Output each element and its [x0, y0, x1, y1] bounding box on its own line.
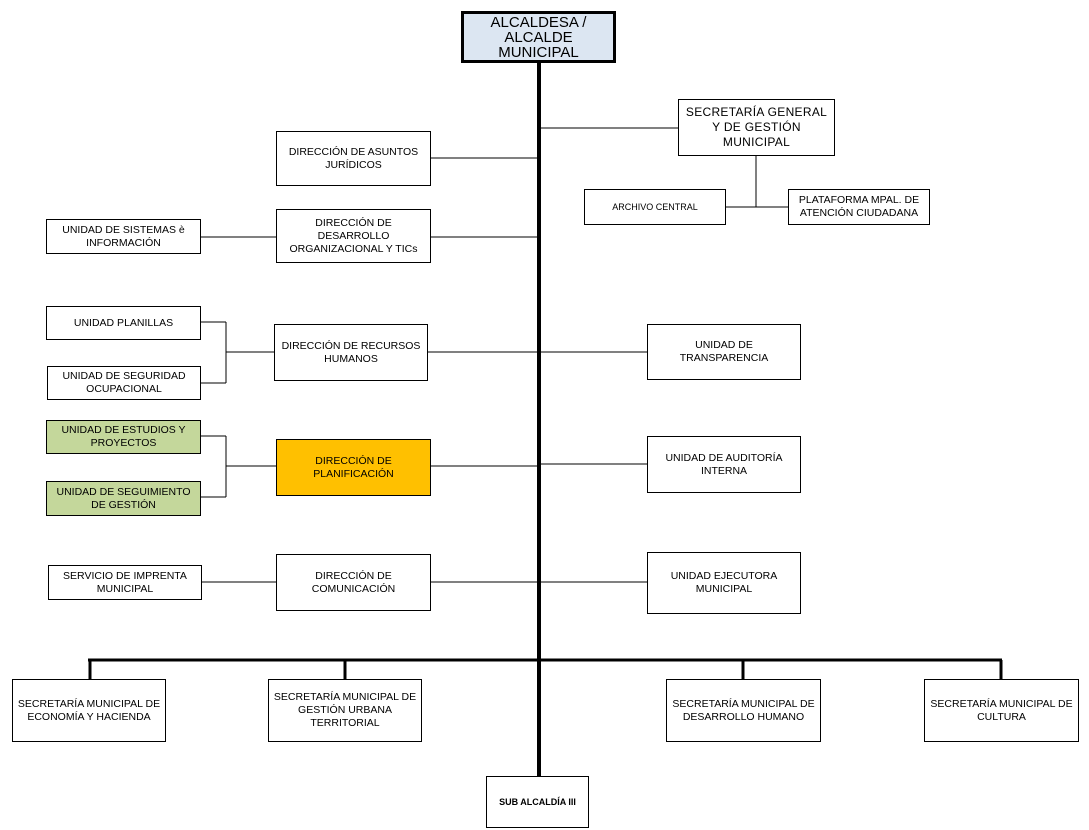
- unidad-ejecutora-label: UNIDAD EJECUTORA MUNICIPAL: [670, 570, 778, 595]
- unidad-auditoria-label: UNIDAD DE AUDITORÍA INTERNA: [665, 451, 783, 477]
- plataforma-atencion-label: PLATAFORMA MPAL. DE ATENCIÓN CIUDADANA: [798, 194, 920, 219]
- direccion-recursos-humanos-label: DIRECCIÓN DE RECURSOS HUMANOS: [281, 339, 421, 365]
- direccion-comunicacion-label: DIRECCIÓN DE COMUNICACIÓN: [311, 569, 396, 595]
- direccion-asuntos-juridicos-box[interactable]: DIRECCIÓN DE ASUNTOS JURÍDICOS: [276, 131, 431, 186]
- unidad-planillas-label: UNIDAD PLANILLAS: [73, 316, 174, 329]
- secretaria-general-box[interactable]: SECRETARÍA GENERAL Y DE GESTIÓN MUNICIPA…: [678, 99, 835, 156]
- direccion-desarrollo-organizacional-box[interactable]: DIRECCIÓN DE DESARROLLO ORGANIZACIONAL Y…: [276, 209, 431, 263]
- secretaria-desarrollo-humano-label: SECRETARÍA MUNICIPAL DE DESARROLLO HUMAN…: [672, 697, 815, 723]
- direccion-desarrollo-organizacional-label: DIRECCIÓN DE DESARROLLO ORGANIZACIONAL Y…: [289, 216, 418, 255]
- unidad-seguimiento-gestion-box[interactable]: UNIDAD DE SEGUIMIENTO DE GESTIÓN: [46, 481, 201, 516]
- unidad-transparencia-label: UNIDAD DE TRANSPARENCIA: [679, 339, 769, 364]
- secretaria-economia-box[interactable]: SECRETARÍA MUNICIPAL DE ECONOMÍA Y HACIE…: [12, 679, 166, 742]
- secretaria-cultura-label: SECRETARÍA MUNICIPAL DE CULTURA: [930, 697, 1073, 723]
- subalcaldia-label: SUB ALCALDÍA III: [499, 796, 576, 807]
- archivo-central-box[interactable]: ARCHIVO CENTRAL: [584, 189, 726, 225]
- servicio-imprenta-box[interactable]: SERVICIO DE IMPRENTA MUNICIPAL: [48, 565, 202, 600]
- secretaria-economia-label: SECRETARÍA MUNICIPAL DE ECONOMÍA Y HACIE…: [17, 697, 161, 723]
- unidad-transparencia-box[interactable]: UNIDAD DE TRANSPARENCIA: [647, 324, 801, 380]
- servicio-imprenta-label: SERVICIO DE IMPRENTA MUNICIPAL: [63, 569, 187, 595]
- unidad-seguridad-ocupacional-box[interactable]: UNIDAD DE SEGURIDAD OCUPACIONAL: [47, 366, 201, 400]
- direccion-planificacion-label: DIRECCIÓN DE PLANIFICACIÓN: [313, 454, 394, 480]
- secretaria-gestion-urbana-box[interactable]: SECRETARÍA MUNICIPAL DE GESTIÓN URBANA T…: [268, 679, 422, 742]
- direccion-asuntos-juridicos-label: DIRECCIÓN DE ASUNTOS JURÍDICOS: [288, 145, 419, 171]
- unidad-planillas-box[interactable]: UNIDAD PLANILLAS: [46, 306, 201, 340]
- alcalde-label: ALCALDESA / ALCALDE MUNICIPAL: [490, 13, 587, 61]
- unidad-seguridad-ocupacional-label: UNIDAD DE SEGURIDAD OCUPACIONAL: [62, 370, 186, 395]
- unidad-sistemas-informacion-label: UNIDAD DE SISTEMAS è INFORMACIÓN: [62, 223, 185, 249]
- direccion-recursos-humanos-box[interactable]: DIRECCIÓN DE RECURSOS HUMANOS: [274, 324, 428, 381]
- secretaria-gestion-urbana-label: SECRETARÍA MUNICIPAL DE GESTIÓN URBANA T…: [273, 691, 417, 729]
- secretaria-cultura-box[interactable]: SECRETARÍA MUNICIPAL DE CULTURA: [924, 679, 1079, 742]
- direccion-comunicacion-box[interactable]: DIRECCIÓN DE COMUNICACIÓN: [276, 554, 431, 611]
- unidad-seguimiento-gestion-label: UNIDAD DE SEGUIMIENTO DE GESTIÓN: [56, 485, 191, 511]
- secretaria-desarrollo-humano-box[interactable]: SECRETARÍA MUNICIPAL DE DESARROLLO HUMAN…: [666, 679, 821, 742]
- plataforma-atencion-box[interactable]: PLATAFORMA MPAL. DE ATENCIÓN CIUDADANA: [788, 189, 930, 225]
- unidad-estudios-proyectos-label: UNIDAD DE ESTUDIOS Y PROYECTOS: [61, 424, 186, 449]
- direccion-planificacion-box[interactable]: DIRECCIÓN DE PLANIFICACIÓN: [276, 439, 431, 496]
- secretaria-general-label: SECRETARÍA GENERAL Y DE GESTIÓN MUNICIPA…: [685, 105, 828, 149]
- subalcaldia-box[interactable]: SUB ALCALDÍA III: [486, 776, 589, 828]
- archivo-central-label: ARCHIVO CENTRAL: [612, 201, 698, 212]
- unidad-estudios-proyectos-box[interactable]: UNIDAD DE ESTUDIOS Y PROYECTOS: [46, 420, 201, 454]
- alcalde-box[interactable]: ALCALDESA / ALCALDE MUNICIPAL: [461, 11, 616, 63]
- unidad-auditoria-box[interactable]: UNIDAD DE AUDITORÍA INTERNA: [647, 436, 801, 493]
- unidad-sistemas-informacion-box[interactable]: UNIDAD DE SISTEMAS è INFORMACIÓN: [46, 219, 201, 254]
- unidad-ejecutora-box[interactable]: UNIDAD EJECUTORA MUNICIPAL: [647, 552, 801, 614]
